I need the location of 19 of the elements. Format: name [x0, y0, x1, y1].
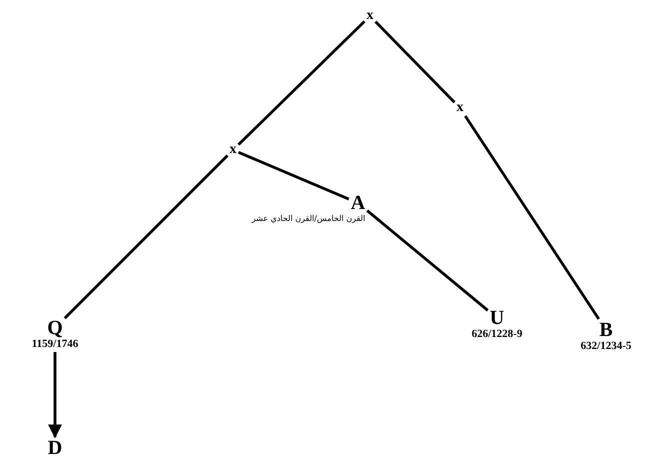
node-letter: A: [350, 193, 366, 213]
node-letter: x: [456, 101, 464, 115]
date-label: 1159/1746: [32, 338, 78, 350]
node-letter: Q: [47, 318, 63, 338]
node-letter: B: [599, 320, 613, 340]
node-letter: U: [490, 308, 504, 328]
connector-line: [48, 352, 62, 438]
connector-line: [64, 154, 228, 320]
node-letter: D: [48, 438, 62, 458]
date-label: 632/1234-5: [580, 340, 632, 352]
connector-line: [366, 210, 489, 312]
node-letter: x: [366, 9, 374, 23]
connector-line: [464, 115, 600, 320]
connector-line: [374, 20, 456, 104]
node-letter: x: [230, 143, 236, 157]
date-label: القرن الخامس/القرن الحادي عشر: [252, 213, 366, 225]
date-label: 626/1228-9: [472, 328, 522, 340]
connector-line: [238, 151, 350, 200]
connector-line: [238, 20, 366, 146]
